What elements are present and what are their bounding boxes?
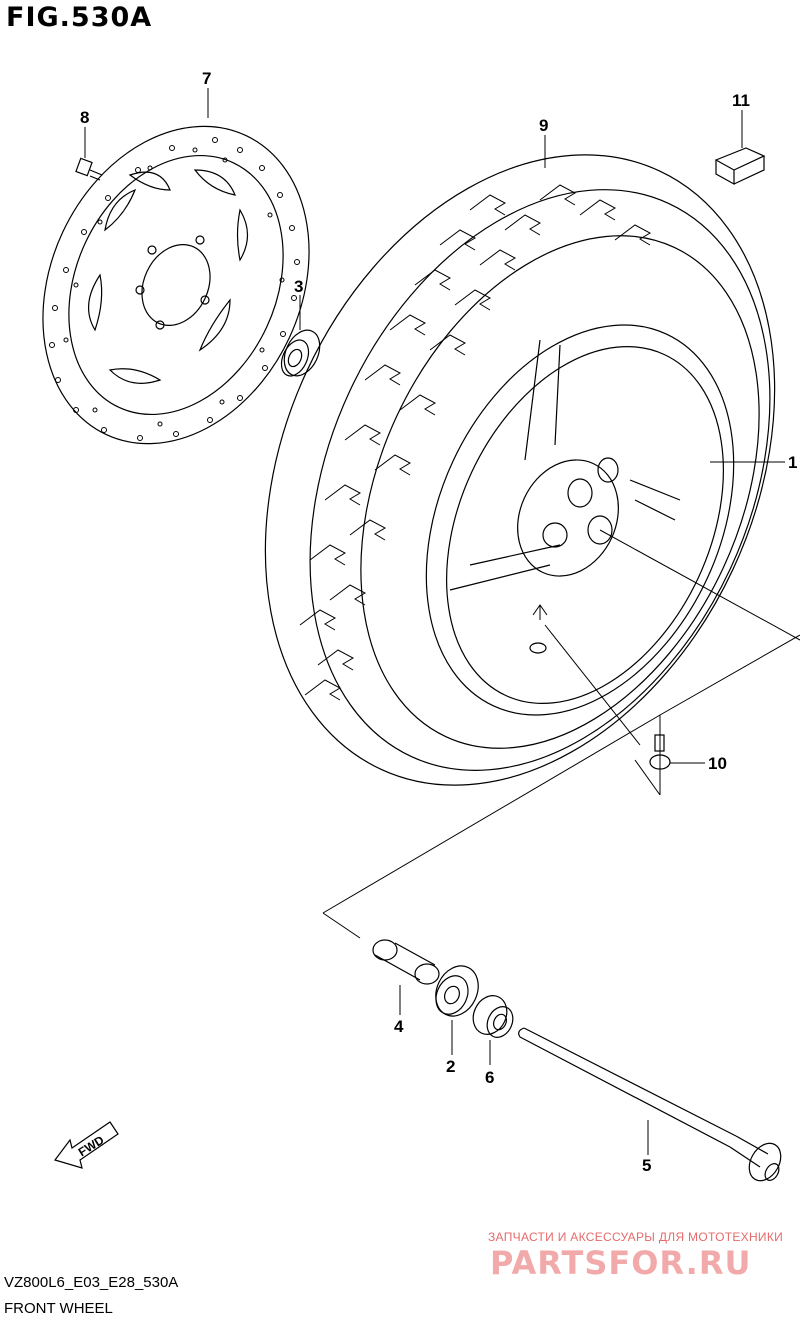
watermark-tagline: ЗАПЧАСТИ И АКСЕССУАРЫ ДЛЯ МОТОТЕХНИКИ [488, 1230, 784, 1244]
leader-lines [84, 88, 785, 1155]
callout-6: 6 [485, 1068, 494, 1087]
model-code-label: VZ800L6_E03_E28_530A [4, 1274, 179, 1291]
fwd-label: FWD [76, 1133, 107, 1160]
fwd-arrow-icon [54, 1121, 119, 1169]
axle-spacer[interactable] [372, 939, 440, 985]
watermark-logo[interactable]: PARTSFOR.RU [490, 1244, 752, 1282]
callout-10: 10 [708, 754, 727, 773]
callout-8: 8 [80, 108, 89, 127]
callout-numbers: 7 8 3 9 11 1 10 4 2 6 5 [80, 69, 797, 1175]
callout-9: 9 [539, 116, 548, 135]
assembly-guide-lines [322, 529, 800, 939]
balancer-weight[interactable] [714, 147, 766, 186]
callout-1: 1 [788, 453, 797, 472]
bearing-right[interactable] [428, 959, 486, 1023]
callout-3: 3 [294, 277, 303, 296]
disc-bolt[interactable] [75, 157, 103, 181]
axle-collar[interactable] [467, 990, 518, 1041]
callout-4: 4 [394, 1017, 404, 1036]
callout-2: 2 [446, 1057, 455, 1076]
callout-7: 7 [202, 69, 211, 88]
callout-5: 5 [642, 1156, 651, 1175]
front-wheel-rim[interactable] [366, 275, 793, 765]
section-name-label: FRONT WHEEL [4, 1300, 113, 1317]
callout-11: 11 [732, 91, 750, 110]
bearing-left[interactable] [276, 324, 327, 381]
front-tire[interactable] [168, 72, 800, 869]
figure-title: FIG.530A [6, 2, 153, 33]
front-axle[interactable] [518, 1027, 787, 1186]
brake-disc[interactable] [0, 83, 359, 488]
